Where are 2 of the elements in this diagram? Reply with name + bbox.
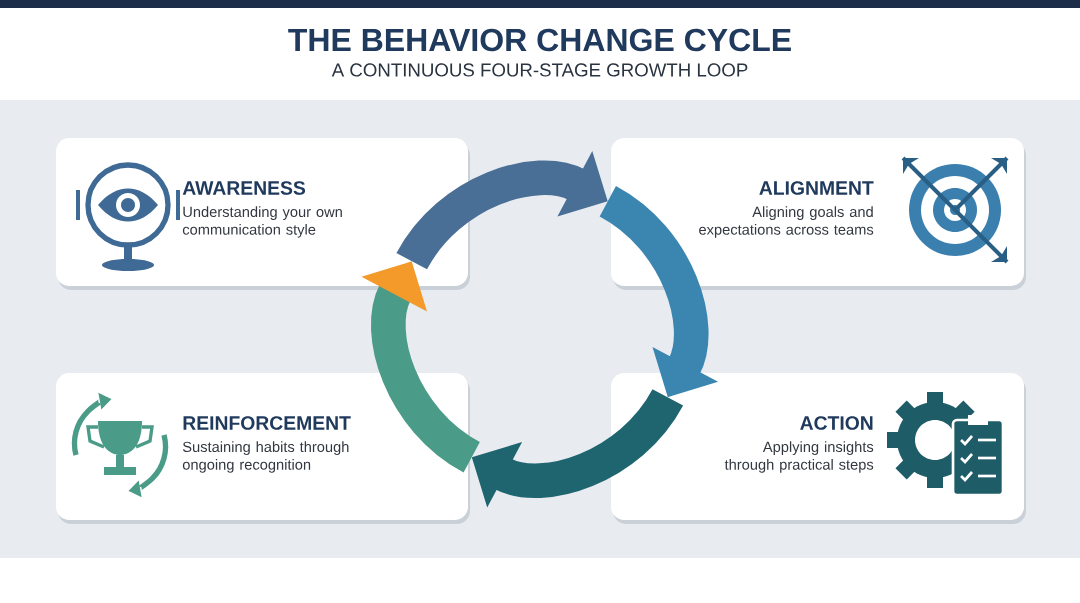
title: THE BEHAVIOR CHANGE CYCLE	[288, 28, 791, 52]
subtitle: A CONTINUOUS FOUR-STAGE GROWTH LOOP	[331, 63, 748, 77]
